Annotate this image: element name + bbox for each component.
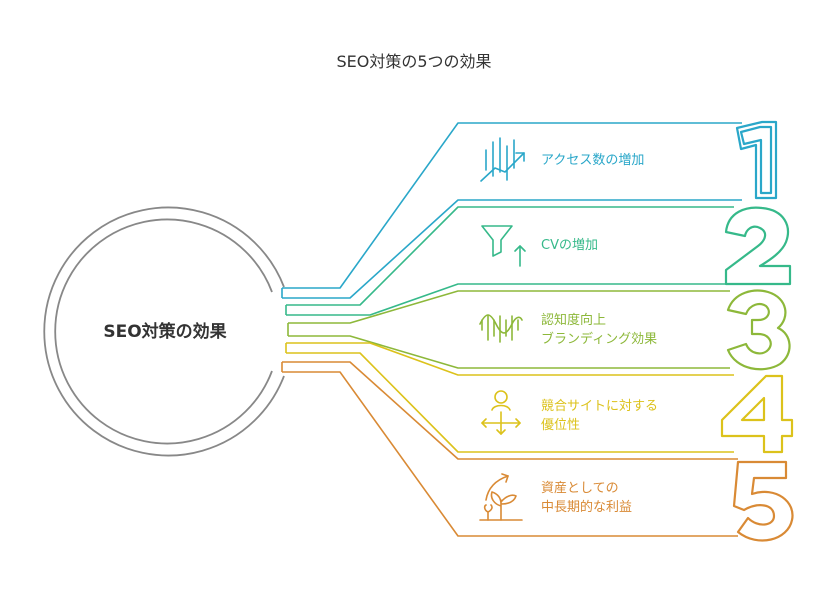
center-hub: SEO対策の効果	[43, 206, 285, 457]
plant-growth-icon	[479, 473, 523, 521]
effect-band-1	[281, 122, 742, 299]
effect-label-3-line-1: 認知度向上	[541, 312, 606, 328]
bar-chart-trend-icon	[480, 137, 525, 182]
effect-number-4	[720, 374, 794, 454]
effect-item-1: アクセス数の増加	[281, 120, 778, 299]
effect-number-2	[724, 206, 792, 286]
effect-label-4-line-1: 競合サイトに対する	[541, 399, 658, 414]
effect-label-2-line-1: CVの増加	[541, 238, 598, 253]
effect-label-5-line-2: 中長期的な利益	[541, 499, 632, 515]
funnel-arrow-icon	[481, 225, 526, 267]
effect-band-3	[287, 290, 730, 369]
effect-item-5: 資産としての 中長期的な利益	[281, 361, 794, 542]
effect-number-1-inner	[739, 125, 773, 195]
center-label: SEO対策の効果	[103, 321, 226, 342]
effect-number-5	[732, 460, 794, 542]
effect-band-2	[285, 206, 734, 316]
effect-item-2: CVの増加	[285, 206, 792, 316]
effect-label-5: 資産としての 中長期的な利益	[541, 480, 632, 515]
center-ring-inner	[54, 218, 273, 445]
wave-signal-icon	[479, 314, 523, 343]
effect-label-2: CVの増加	[541, 238, 598, 253]
effect-item-4: 競合サイトに対する 優位性	[285, 342, 794, 454]
effect-label-1: アクセス数の増加	[541, 153, 644, 168]
effect-label-1-line-1: アクセス数の増加	[541, 153, 644, 168]
effect-label-4-line-2: 優位性	[541, 418, 580, 433]
effect-label-5-line-1: 資産としての	[541, 480, 619, 496]
effect-label-3-line-2: ブランディング効果	[541, 331, 657, 347]
diagram-title: SEO対策の5つの効果	[336, 52, 491, 71]
effect-item-3: 認知度向上 ブランディング効果	[287, 289, 791, 371]
person-arrows-icon	[481, 390, 521, 435]
effect-band-5	[281, 361, 738, 537]
effect-label-3: 認知度向上 ブランディング効果	[541, 312, 657, 347]
effect-label-4: 競合サイトに対する 優位性	[541, 399, 662, 433]
center-ring-outer	[43, 206, 285, 457]
effect-band-4	[285, 342, 734, 453]
effect-number-3	[726, 289, 791, 371]
